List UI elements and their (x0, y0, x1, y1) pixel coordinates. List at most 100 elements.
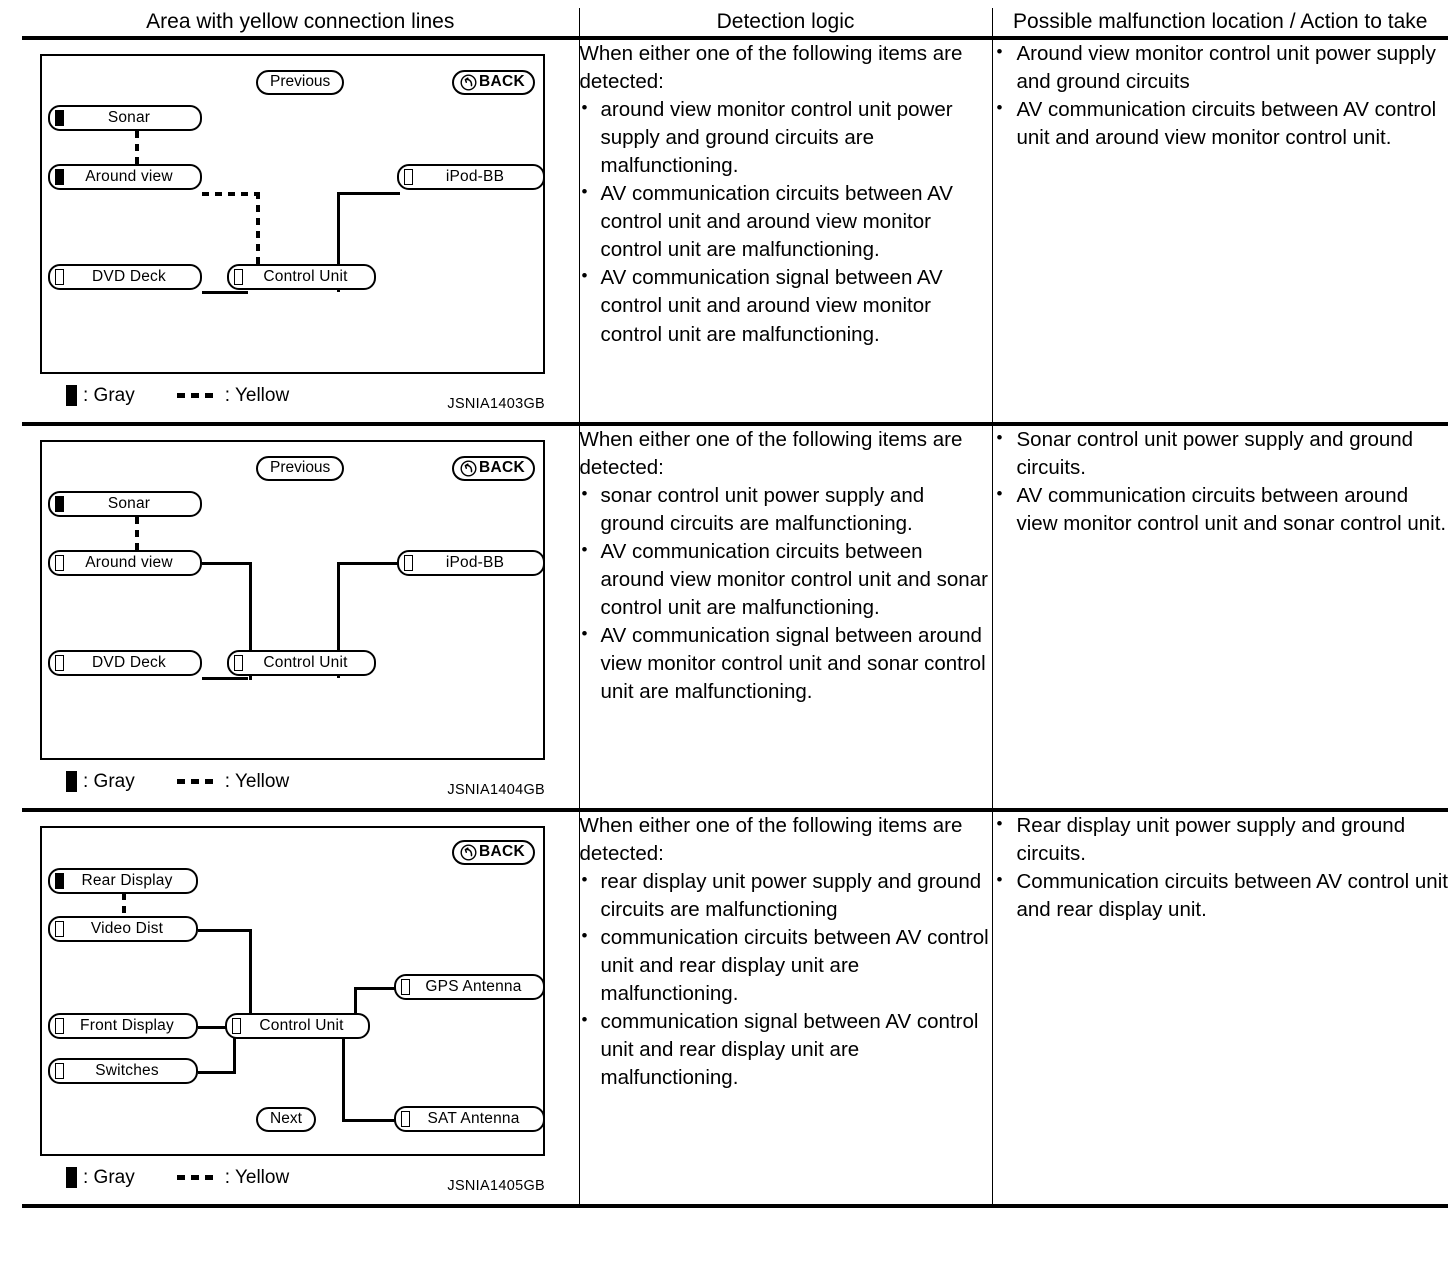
node-label: Rear Display (81, 871, 173, 889)
logic-bullet: communication signal between AV control … (580, 1008, 992, 1092)
connector-marker-icon (55, 920, 64, 937)
logic-bullet: rear display unit power supply and groun… (580, 868, 992, 924)
detection-logic-cell-2: When either one of the following items a… (579, 423, 993, 812)
line-frontdisplay-controlunit (198, 1025, 248, 1029)
header-possible-malfunction: Possible malfunction location / Action t… (992, 8, 1448, 40)
yellow-swatch-icon (176, 1175, 219, 1181)
next-button[interactable]: Next (256, 1106, 316, 1132)
gray-swatch-icon (66, 771, 77, 793)
node-dvd-deck[interactable]: DVD Deck (48, 649, 202, 676)
connector-marker-icon (401, 1110, 410, 1127)
node-around-view[interactable]: Around view (48, 549, 202, 576)
connector-marker-icon (55, 1062, 64, 1079)
node-label: Control Unit (259, 1016, 344, 1034)
node-sonar[interactable]: Sonar (48, 490, 202, 517)
diagram-legend-2: : Gray : Yellow JSNIA1404GB (40, 764, 545, 800)
line-aroundview-v (249, 561, 252, 680)
figure-id: JSNIA1404GB (447, 781, 545, 798)
logic-intro: When either one of the following items a… (579, 41, 963, 93)
connector-marker-icon (234, 268, 243, 285)
gray-marker-icon (55, 872, 64, 889)
back-button[interactable]: BACK (452, 69, 535, 95)
logic-bullet: AV communication circuits between AV con… (580, 180, 992, 264)
node-label: DVD Deck (92, 267, 166, 285)
connector-marker-icon (55, 268, 64, 285)
node-label: Video Dist (90, 919, 164, 937)
node-label: Switches (95, 1061, 159, 1079)
detection-logic-cell-1: When either one of the following items a… (579, 37, 993, 426)
gray-marker-icon (55, 495, 64, 512)
line-controlunit-ipod-v (337, 191, 340, 292)
node-label: DVD Deck (92, 653, 166, 671)
node-gps-antenna[interactable]: GPS Antenna (394, 973, 545, 1000)
logic-bullet-list: around view monitor control unit power s… (580, 96, 992, 349)
node-ipod-bb[interactable]: iPod-BB (397, 549, 545, 576)
av-diagnosis-screen-3: BACK (40, 825, 545, 1156)
table-row: Previous BACK (22, 37, 1449, 426)
back-button-label: BACK (479, 843, 525, 861)
connector-marker-icon (55, 1017, 64, 1034)
logic-bullet: AV communication signal between around v… (580, 622, 992, 706)
node-label: GPS Antenna (425, 977, 522, 995)
previous-button[interactable]: Previous (256, 69, 345, 95)
diagram-cell-3: BACK (22, 809, 580, 1208)
line-dvd-controlunit (202, 676, 248, 680)
connector-marker-icon (404, 554, 413, 571)
figure-id: JSNIA1405GB (447, 1177, 545, 1194)
node-switches[interactable]: Switches (48, 1057, 198, 1084)
action-bullet-list: Sonar control unit power supply and grou… (993, 426, 1449, 538)
node-label: Sonar (107, 494, 151, 512)
action-bullet: AV communication circuits between AV con… (993, 96, 1449, 152)
back-button[interactable]: BACK (452, 839, 535, 865)
line-aroundview-h (202, 561, 252, 565)
yellow-swatch-icon (176, 393, 219, 399)
node-label: SAT Antenna (427, 1109, 520, 1127)
connector-marker-icon (234, 654, 243, 671)
node-dvd-deck[interactable]: DVD Deck (48, 263, 202, 290)
node-sat-antenna[interactable]: SAT Antenna (394, 1105, 545, 1132)
logic-bullet-list: sonar control unit power supply and grou… (580, 482, 992, 707)
action-cell-2: Sonar control unit power supply and grou… (992, 423, 1449, 812)
node-label: Around view (85, 167, 173, 185)
node-video-dist[interactable]: Video Dist (48, 915, 198, 942)
node-sonar[interactable]: Sonar (48, 104, 202, 131)
back-button-label: BACK (479, 73, 525, 91)
node-label: Front Display (80, 1016, 174, 1034)
previous-button[interactable]: Previous (256, 455, 345, 481)
legend-gray-label: : Gray (83, 1166, 135, 1188)
node-front-display[interactable]: Front Display (48, 1012, 198, 1039)
node-around-view[interactable]: Around view (48, 163, 202, 190)
av-diagnosis-screen-1: Previous BACK (40, 53, 545, 374)
back-button-label: BACK (479, 459, 525, 477)
node-control-unit[interactable]: Control Unit (225, 1012, 370, 1039)
legend-yellow-label: : Yellow (224, 384, 290, 406)
action-bullet: Around view monitor control unit power s… (993, 40, 1449, 96)
action-bullet-list: Around view monitor control unit power s… (993, 40, 1449, 152)
yellow-line-aroundview-v (256, 191, 260, 294)
action-bullet: Sonar control unit power supply and grou… (993, 426, 1449, 482)
node-control-unit[interactable]: Control Unit (227, 263, 376, 290)
logic-bullet: sonar control unit power supply and grou… (580, 482, 992, 538)
legend-gray-label: : Gray (83, 384, 135, 406)
node-label: iPod-BB (445, 167, 505, 185)
back-button[interactable]: BACK (452, 455, 535, 481)
logic-bullet-list: rear display unit power supply and groun… (580, 868, 992, 1093)
action-cell-1: Around view monitor control unit power s… (992, 37, 1449, 426)
line-controlunit-ipod-v (337, 561, 340, 678)
header-area-with-yellow-lines: Area with yellow connection lines (22, 8, 580, 40)
table-row: Previous BACK (22, 423, 1449, 812)
diagram-legend-3: : Gray : Yellow JSNIA1405GB (40, 1160, 545, 1196)
action-bullet: AV communication circuits between around… (993, 482, 1449, 538)
node-control-unit[interactable]: Control Unit (227, 649, 376, 676)
node-ipod-bb[interactable]: iPod-BB (397, 163, 545, 190)
yellow-swatch-icon (176, 779, 219, 785)
node-rear-display[interactable]: Rear Display (48, 867, 198, 894)
line-videodist-h (198, 928, 252, 932)
line-controlunit-ipod-h (337, 561, 400, 565)
gray-swatch-icon (66, 385, 77, 407)
connector-marker-icon (404, 168, 413, 185)
action-bullet: Communication circuits between AV contro… (993, 868, 1449, 924)
logic-bullet: around view monitor control unit power s… (580, 96, 992, 180)
connector-marker-icon (55, 554, 64, 571)
diagram-legend-1: : Gray : Yellow JSNIA1403GB (40, 378, 545, 414)
